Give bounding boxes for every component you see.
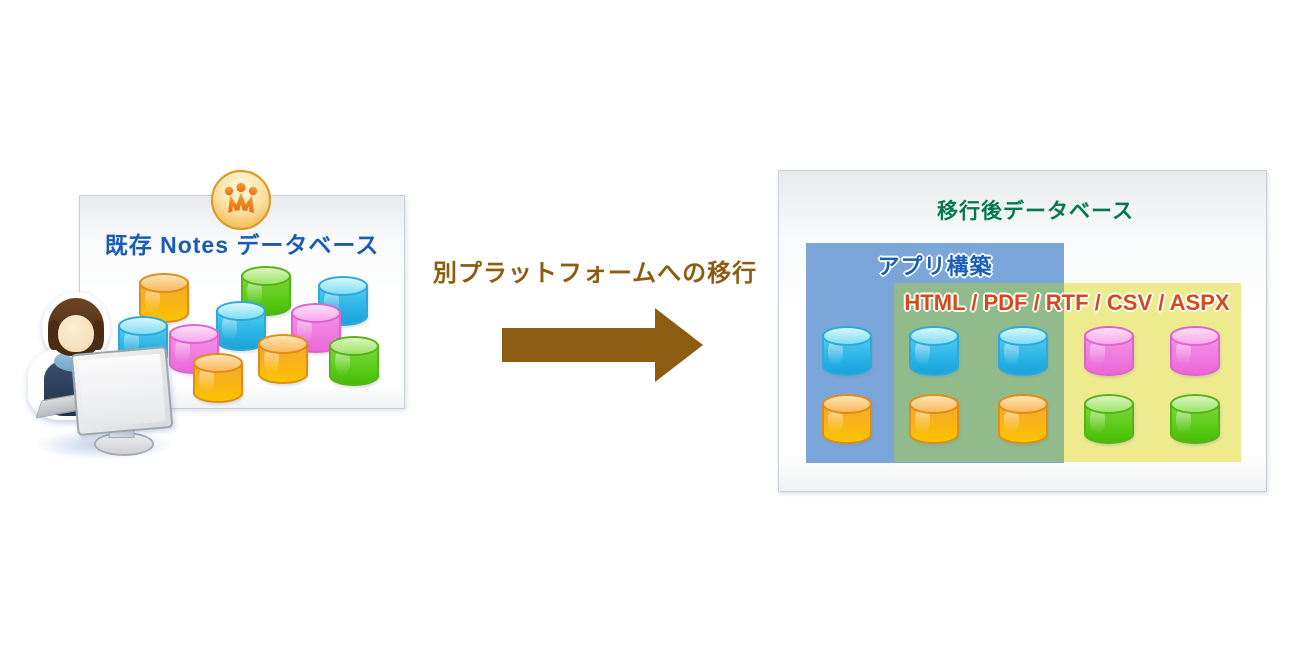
- migrated-databases-box: 移行後データベース アプリ構築 HTML / PDF / RTF / CSV /…: [778, 170, 1267, 492]
- database-cylinder-green: [1170, 394, 1220, 444]
- monitor-icon: [70, 345, 174, 437]
- database-cylinder-orange: [258, 334, 308, 384]
- database-cylinder-pink: [1170, 326, 1220, 376]
- app-build-label: アプリ構築: [877, 254, 993, 279]
- database-cylinder-green: [1084, 394, 1134, 444]
- migration-arrow-label: 別プラットフォームへの移行: [432, 260, 758, 287]
- database-cylinder-orange: [998, 394, 1048, 444]
- migration-arrow-head: [655, 308, 703, 382]
- database-cylinder-blue: [909, 326, 959, 376]
- database-cylinder-blue: [822, 326, 872, 376]
- database-cylinder-orange: [909, 394, 959, 444]
- existing-databases-cylinders: [80, 196, 404, 408]
- migrated-db-title: 移行後データベース: [937, 200, 1134, 223]
- existing-notes-title: 既存 Notes データベース: [104, 232, 380, 258]
- person-hair: [48, 320, 60, 350]
- database-cylinder-green: [241, 266, 291, 316]
- database-cylinder-pink: [1084, 326, 1134, 376]
- person-face: [58, 315, 94, 352]
- file-formats-label: HTML / PDF / RTF / CSV / ASPX: [904, 290, 1230, 315]
- database-cylinder-blue: [216, 301, 266, 351]
- person-hair: [92, 320, 104, 350]
- database-cylinder-orange: [193, 353, 243, 403]
- database-cylinder-orange: [822, 394, 872, 444]
- migration-arrow: [502, 328, 656, 362]
- lotus-notes-logo-icon: [210, 169, 272, 231]
- existing-notes-databases-box: 既存 Notes データベース: [79, 169, 405, 409]
- database-cylinder-green: [329, 336, 379, 386]
- database-cylinder-blue: [998, 326, 1048, 376]
- migrated-databases-cylinders: [779, 171, 1266, 491]
